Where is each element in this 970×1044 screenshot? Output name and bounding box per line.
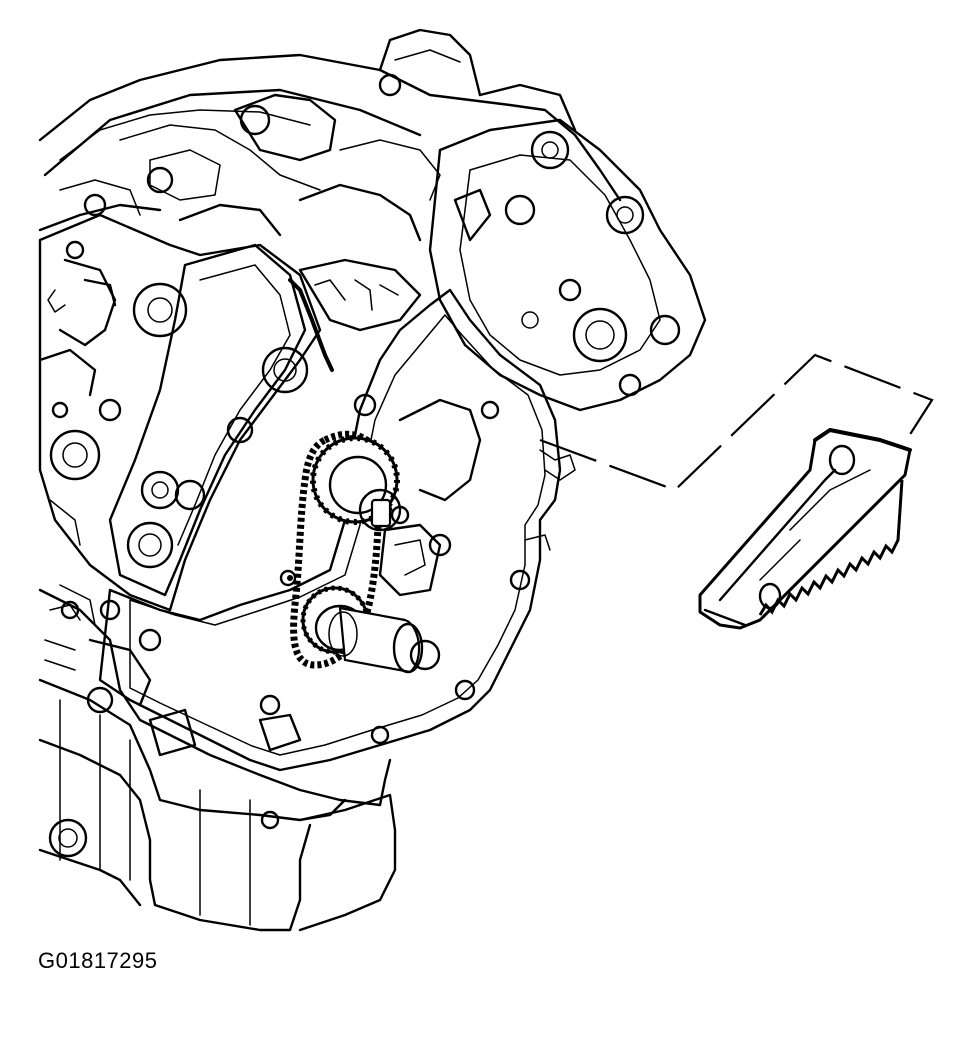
- timing-chain-drive: [279, 258, 442, 674]
- cam-sprocket: [310, 435, 410, 532]
- figure-id-label: G01817295: [38, 948, 158, 973]
- cylinder-head-assembly: [38, 28, 622, 242]
- engine-block-lower: [38, 584, 397, 932]
- alignment-leader-line: [539, 353, 934, 492]
- right-head-cover: [428, 118, 707, 412]
- left-head-face: [38, 213, 322, 612]
- crank-sprocket: [300, 585, 441, 674]
- timing-chain-guide: [698, 428, 912, 630]
- front-cover-gasket: [98, 288, 576, 772]
